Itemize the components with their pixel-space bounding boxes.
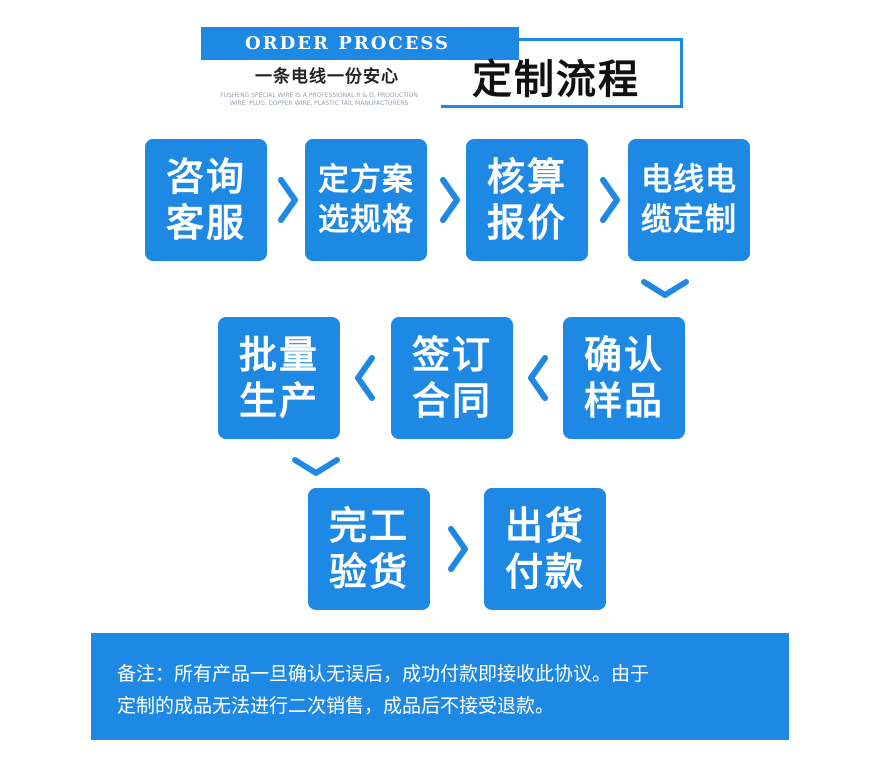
step-quote: 核算 报价 (466, 139, 588, 261)
step-label-line-1: 核算 (486, 155, 567, 199)
step-confirm-sample: 确认 样品 (563, 317, 685, 439)
company-subtext: FUSHENG SPECIAL WIRE IS A PROFESSIONAL R… (204, 92, 434, 108)
step-label-line-2: 样品 (583, 379, 664, 423)
step-label-line-1: 批量 (238, 333, 319, 377)
step-label-line-2: 报价 (486, 201, 567, 245)
title-frame (441, 38, 683, 108)
chevron-right-icon (599, 176, 621, 224)
slogan: 一条电线一份安心 (255, 67, 399, 87)
step-ship-pay: 出货 付款 (484, 488, 606, 610)
step-label-line-2: 生产 (238, 379, 319, 423)
step-label-line-1: 完工 (328, 504, 409, 548)
order-process-label: ORDER PROCESS (245, 33, 451, 54)
step-label-line-1: 签订 (411, 333, 492, 377)
chevron-left-icon (527, 354, 549, 402)
step-custom-cable: 电线电 缆定制 (628, 139, 750, 261)
step-label-line-2: 客服 (165, 201, 246, 245)
step-label-line-2: 缆定制 (641, 202, 737, 238)
step-consult-service: 咨询 客服 (145, 139, 267, 261)
step-plan-spec: 定方案 选规格 (305, 139, 427, 261)
chevron-right-icon (277, 176, 299, 224)
step-sign-contract: 签订 合同 (391, 317, 513, 439)
remarks-box: 备注：所有产品一旦确认无误后，成功付款即接收此协议。由于 定制的成品无法进行二次… (91, 633, 789, 740)
step-inspection: 完工 验货 (308, 488, 430, 610)
chevron-down-icon (291, 456, 341, 478)
chevron-right-icon (447, 525, 469, 573)
chevron-down-icon (640, 278, 690, 300)
remarks-line-1: 备注：所有产品一旦确认无误后，成功付款即接收此协议。由于 (117, 663, 650, 685)
step-label-line-2: 付款 (504, 550, 585, 594)
remarks-line-2: 定制的成品无法进行二次销售，成品后不接受退款。 (117, 695, 555, 717)
step-label-line-1: 确认 (583, 333, 664, 377)
step-label-line-1: 咨询 (165, 155, 246, 199)
step-mass-production: 批量 生产 (218, 317, 340, 439)
step-label-line-1: 定方案 (318, 162, 414, 198)
chevron-right-icon (439, 176, 461, 224)
step-label-line-1: 电线电 (641, 162, 737, 198)
subtext-line-2: WIRE, PLUG, COPPER WIRE, PLASTIC TAIL MA… (229, 100, 409, 107)
step-label-line-2: 选规格 (318, 202, 414, 238)
chevron-left-icon (354, 354, 376, 402)
step-label-line-2: 合同 (411, 379, 492, 423)
order-process-banner: ORDER PROCESS (201, 27, 519, 60)
step-label-line-2: 验货 (328, 550, 409, 594)
step-label-line-1: 出货 (504, 504, 585, 548)
subtext-line-1: FUSHENG SPECIAL WIRE IS A PROFESSIONAL R… (220, 92, 418, 99)
page-title: 定制流程 (472, 57, 640, 103)
